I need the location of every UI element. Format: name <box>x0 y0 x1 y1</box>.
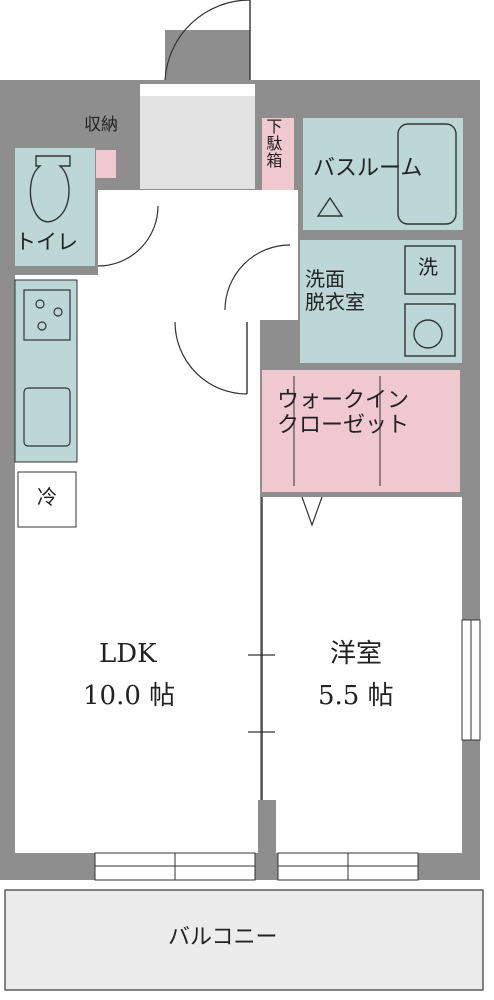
western-name-label: 洋室 <box>330 639 383 669</box>
balcony-label: バルコニー <box>168 925 278 950</box>
wash-basin <box>404 303 456 357</box>
entrance-floor <box>140 84 255 189</box>
ldk-name-label: LDK <box>99 639 157 669</box>
washing-machine-space <box>404 245 456 295</box>
kitchen-sink <box>23 387 71 447</box>
stove <box>23 289 71 341</box>
entrance-step <box>140 84 255 96</box>
kitchen-counter <box>14 279 78 463</box>
walk-in-closet-floor <box>262 370 460 492</box>
toilet-bowl <box>29 155 71 223</box>
ldk-size-label: 10.0 帖 <box>83 681 176 711</box>
stove-burner <box>37 321 47 331</box>
closet-door-swing <box>301 496 323 527</box>
shoe-box-floor <box>262 118 294 190</box>
toilet-door-swing <box>97 205 159 267</box>
washer-label: 洗 <box>418 255 438 279</box>
western-room-floor <box>262 497 462 853</box>
ldk-door-swing <box>174 321 248 395</box>
bathroom-label: バスルーム <box>313 156 423 181</box>
toilet-label: トイレ <box>15 230 78 254</box>
fridge-space <box>17 471 77 528</box>
stove-burner <box>35 299 45 309</box>
balcony-floor <box>4 889 484 991</box>
storage-floor <box>96 150 116 178</box>
bath-drain-icon <box>316 196 344 217</box>
bathroom-floor <box>303 118 463 230</box>
fridge-label: 冷 <box>37 485 57 509</box>
wash-bowl <box>413 319 443 349</box>
front-door-swing <box>164 0 250 81</box>
washroom-door-swing <box>224 244 291 311</box>
stove-burner <box>53 307 63 317</box>
western-size-label: 5.5 帖 <box>318 681 394 711</box>
washroom-label: 洗面 脱衣室 <box>305 267 365 314</box>
toilet-floor <box>15 148 95 266</box>
storage-label: 収納 <box>84 115 118 135</box>
bathtub <box>397 123 457 225</box>
walk-in-closet-label: ウォークイン クローゼット <box>277 388 410 439</box>
hallway-upper-floor <box>150 190 295 220</box>
partition-post <box>258 800 276 853</box>
washroom-floor <box>300 240 462 363</box>
shoe-box-label: 下駄箱 <box>263 118 283 169</box>
